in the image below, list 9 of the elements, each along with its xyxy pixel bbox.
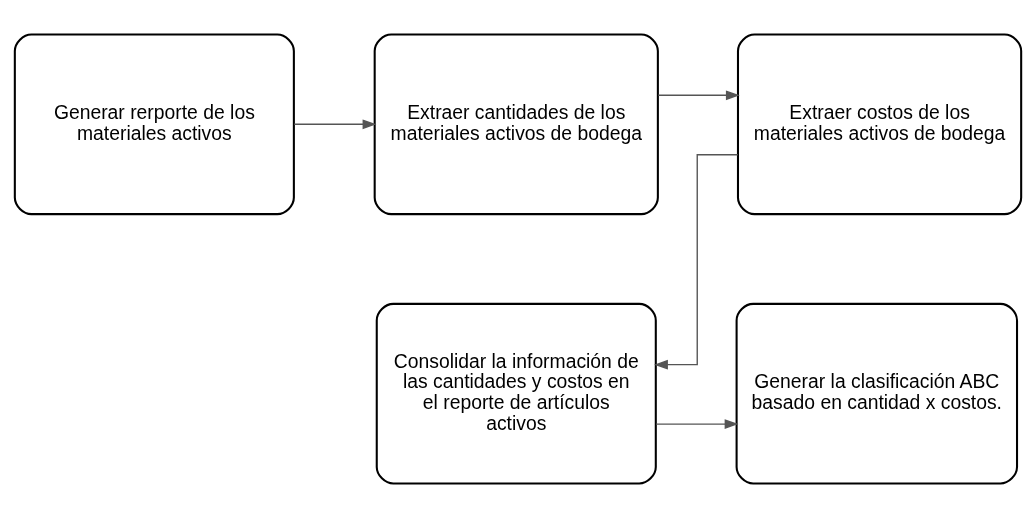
arrow [293,119,376,130]
arrow [655,419,738,429]
node-box: Consolidar la información de las cantidades y costos en el reporte de artículos activos [375,302,657,485]
node-box: Generar la clasificación ABC basado en cantidad x costos. [735,302,1018,485]
node-box: Extraer costos de los materiales activos de bodega [736,33,1022,216]
arrow [653,154,738,370]
node-box: Extraer cantidades de los materiales activos de bodega [373,33,659,216]
arrow [657,90,740,101]
node-box: Generar rerporte de los materiales activos [13,33,295,216]
